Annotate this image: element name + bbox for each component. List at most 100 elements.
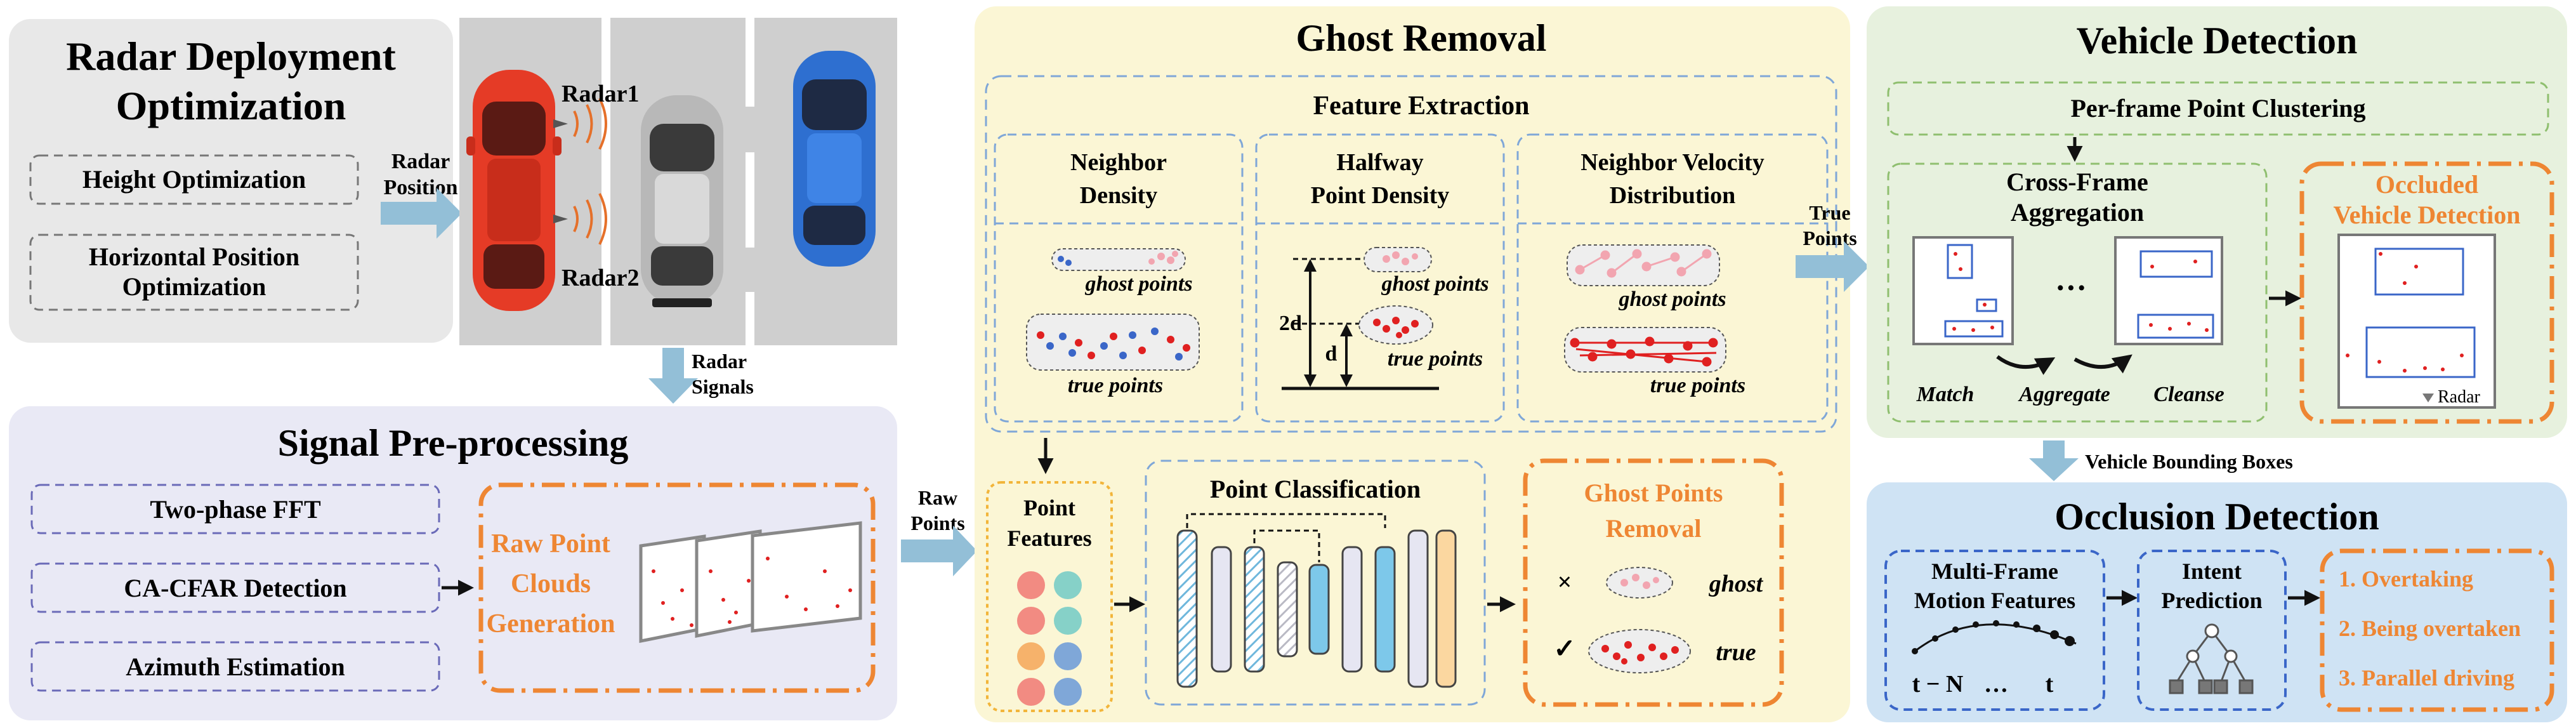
- svg-text:Density: Density: [1080, 182, 1157, 209]
- svg-text:ghost: ghost: [1709, 571, 1764, 597]
- svg-text:···: ···: [2055, 270, 2087, 305]
- svg-text:Clouds: Clouds: [511, 569, 591, 599]
- svg-text:Generation: Generation: [487, 609, 615, 639]
- svg-text:Points: Points: [1803, 227, 1856, 249]
- svg-text:2d: 2d: [1279, 312, 1302, 335]
- svg-text:true points: true points: [1650, 374, 1745, 397]
- svg-text:Position: Position: [383, 176, 457, 199]
- intent-prediction-box: [2137, 550, 2287, 711]
- svg-text:Vehicle Bounding Boxes: Vehicle Bounding Boxes: [2085, 450, 2293, 473]
- svg-text:Aggregation: Aggregation: [2011, 198, 2144, 227]
- svg-text:Distribution: Distribution: [1610, 182, 1735, 209]
- svg-text:Neighbor Velocity: Neighbor Velocity: [1580, 149, 1764, 176]
- svg-text:Prediction: Prediction: [2161, 588, 2262, 613]
- svg-text:Two-phase FFT: Two-phase FFT: [150, 495, 321, 524]
- radar2-pointer-icon: [553, 215, 568, 223]
- svg-text:ghost points: ghost points: [1381, 272, 1488, 296]
- radar-signals-arrow: Radar Signals: [648, 348, 754, 404]
- pointcloud-frame-icon: [639, 521, 862, 644]
- svg-text:Point Density: Point Density: [1311, 182, 1450, 209]
- pointcloud-frame-icon: [1912, 236, 2014, 345]
- ghost-removal-title: Ghost Removal: [1296, 17, 1547, 59]
- svg-text:true: true: [1716, 639, 1756, 666]
- point-features-box: [986, 481, 1113, 712]
- occlusion-detection-panel: Occlusion Detection Multi-Frame Motion F…: [1867, 482, 2567, 722]
- svg-text:ghost points: ghost points: [1084, 272, 1192, 296]
- svg-text:Raw Point: Raw Point: [491, 529, 610, 559]
- intent-classes-box: [2320, 548, 2554, 712]
- svg-text:Radar: Radar: [692, 350, 747, 373]
- horizontal-optimization-label-2: Optimization: [122, 272, 266, 301]
- height-optimization-label: Height Optimization: [82, 165, 306, 194]
- fft-box: [30, 484, 440, 534]
- feature-extraction-box: [985, 75, 1837, 433]
- vehicle-detection-panel: Vehicle Detection Per-frame Point Cluste…: [1867, 6, 2567, 438]
- clustering-box: [1887, 81, 2549, 136]
- svg-text:d: d: [1325, 342, 1337, 366]
- neighbor-density-box: [994, 133, 1244, 423]
- svg-text:t − N: t − N: [1912, 671, 1964, 698]
- motion-features-box: [1884, 550, 2105, 711]
- occluded-vehicle-detection-box: [2299, 161, 2554, 424]
- radar1-pointer-icon: [553, 119, 568, 128]
- svg-text:true points: true points: [1388, 347, 1483, 371]
- class-parallel-driving: 3. Parallel driving: [2339, 665, 2514, 691]
- ghost-removal-panel: Ghost Removal Feature Extraction Neighbo…: [975, 6, 1850, 722]
- svg-text:Azimuth Estimation: Azimuth Estimation: [126, 652, 345, 681]
- raw-points-arrow: Raw Points: [901, 486, 977, 576]
- radar-position-arrow: Radar Position: [381, 150, 462, 239]
- svg-text:Cleanse: Cleanse: [2153, 383, 2224, 406]
- vehicle-detection-title: Vehicle Detection: [2077, 20, 2358, 62]
- halfway-density-box: [1255, 133, 1505, 423]
- radar2-label: Radar2: [562, 265, 639, 291]
- radar1-label: Radar1: [562, 81, 639, 107]
- svg-text:Halfway: Halfway: [1336, 149, 1423, 176]
- point-classification-box: [1145, 460, 1486, 706]
- svg-text:Cross-Frame: Cross-Frame: [2006, 168, 2148, 196]
- road-scene: Radar1 Radar2: [459, 18, 897, 345]
- horizontal-optimization-label-1: Horizontal Position: [89, 242, 299, 271]
- svg-text:Vehicle Detection: Vehicle Detection: [2333, 201, 2520, 229]
- pointcloud-frame-icon: [2337, 234, 2496, 409]
- svg-text:Occluded: Occluded: [2376, 170, 2478, 199]
- signal-preprocessing-title: Signal Pre-processing: [278, 422, 629, 464]
- svg-text:Point: Point: [1023, 495, 1075, 520]
- svg-text:Removal: Removal: [1605, 514, 1701, 543]
- cross-frame-aggregation-box: [1887, 162, 2268, 423]
- raw-points-scatter: [652, 557, 852, 627]
- cfar-box: [30, 562, 440, 613]
- radar-deployment-panel: Radar Deployment Optimization Height Opt…: [9, 19, 453, 343]
- car-icon: [466, 70, 562, 311]
- svg-text:True: True: [1809, 201, 1850, 224]
- radar-wave-icon: [573, 98, 607, 245]
- class-being-overtaken: 2. Being overtaken: [2339, 616, 2521, 641]
- azimuth-box: [30, 641, 440, 692]
- signal-preprocessing-panel: Signal Pre-processing Two-phase FFT CA-C…: [9, 406, 897, 720]
- svg-text:Motion Features: Motion Features: [1914, 588, 2075, 613]
- svg-text:Point Classification: Point Classification: [1210, 475, 1421, 503]
- svg-text:Aggregate: Aggregate: [2018, 383, 2110, 406]
- svg-text:…: …: [1984, 671, 2008, 698]
- svg-text:Feature Extraction: Feature Extraction: [1313, 91, 1530, 121]
- svg-text:Intent: Intent: [2182, 559, 2242, 584]
- svg-text:Raw: Raw: [918, 486, 957, 509]
- svg-text:Radar: Radar: [391, 150, 450, 173]
- svg-text:Signals: Signals: [692, 375, 754, 398]
- svg-text:CA-CFAR Detection: CA-CFAR Detection: [124, 574, 346, 602]
- svg-text:t: t: [2046, 671, 2054, 698]
- svg-text:Features: Features: [1007, 526, 1091, 551]
- svg-text:true points: true points: [1068, 374, 1163, 397]
- svg-text:Neighbor: Neighbor: [1070, 149, 1167, 176]
- feature-dots: [1017, 571, 1082, 706]
- neural-layer-icon: [1176, 529, 1457, 688]
- pointcloud-frame-icon: [2114, 236, 2223, 345]
- car-icon: [793, 51, 876, 267]
- car-icon: [641, 95, 723, 307]
- class-overtaking: 1. Overtaking: [2339, 566, 2473, 592]
- radar-deployment-title-2: Optimization: [116, 83, 346, 128]
- height-optimization-box: [29, 154, 359, 205]
- occlusion-detection-title: Occlusion Detection: [2054, 496, 2379, 538]
- trajectory-icon: [1912, 620, 2077, 654]
- svg-text:Radar: Radar: [2438, 387, 2481, 407]
